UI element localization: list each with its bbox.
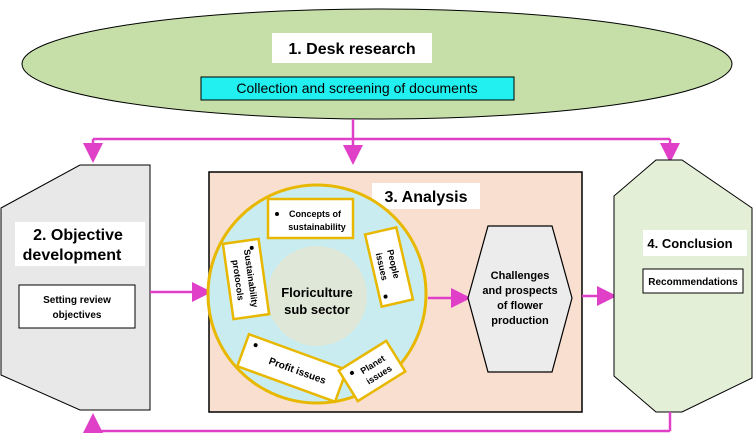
challenges-line2: and prospects: [482, 285, 557, 297]
concepts-bullet: [275, 212, 279, 216]
setting-review-line1: Setting review: [43, 295, 111, 306]
concepts-line2: sustainability: [288, 222, 346, 232]
challenges-line1: Challenges: [491, 270, 550, 282]
objective-title-line1: 2. Objective: [33, 227, 123, 244]
sustainability-protocols-label: Sustainability protocols: [221, 237, 271, 321]
challenges-line4: production: [491, 315, 549, 327]
setting-review-box: [18, 284, 136, 329]
challenges-line3: of flower: [497, 300, 544, 312]
analysis-title-box: [372, 183, 480, 209]
protocols-bullet: [249, 245, 254, 250]
bottom-feedback-loop: [83, 412, 672, 433]
conclusion-title-box: [643, 230, 747, 256]
objective-node: 2. Objective development Setting review …: [0, 164, 151, 411]
desk-research-title: 1. Desk research: [288, 41, 415, 58]
analysis-node: 3. Analysis Floriculture sub sector Conc…: [206, 171, 583, 413]
setting-review-line2: objectives: [53, 310, 102, 321]
challenges-hexagon: [467, 225, 573, 373]
floriculture-inner-circle: [267, 246, 367, 346]
objective-title-line2: development: [23, 247, 122, 264]
analysis-title: 3. Analysis: [384, 189, 467, 206]
concepts-line1: Concepts of: [289, 209, 342, 219]
floriculture-line2: sub sector: [284, 302, 350, 317]
objective-title-box: [15, 222, 145, 266]
recommendations-box: [642, 268, 744, 294]
conclusion-title: 4. Conclusion: [647, 236, 732, 251]
collection-label: Collection and screening of documents: [236, 80, 477, 96]
top-connectors: [83, 119, 680, 165]
people-issues-label: People issues: [363, 225, 415, 309]
conclusion-node: 4. Conclusion Recommendations: [613, 159, 753, 413]
planet-bullet: [349, 370, 354, 375]
floriculture-line1: Floriculture: [281, 285, 353, 300]
concepts-label: Concepts of sustainability: [266, 197, 355, 240]
desk-research-title-box: [272, 33, 432, 63]
profit-issues-label: Profit issues: [235, 332, 349, 404]
desk-research-node: 1. Desk research Collection and screenin…: [21, 8, 733, 120]
desk-research-ellipse: [21, 8, 733, 120]
planet-issues-label: Planet issues: [336, 339, 408, 403]
profit-bullet: [253, 343, 258, 348]
people-bullet: [383, 294, 388, 299]
collection-box: [200, 76, 515, 101]
recommendations-label: Recommendations: [648, 277, 738, 288]
